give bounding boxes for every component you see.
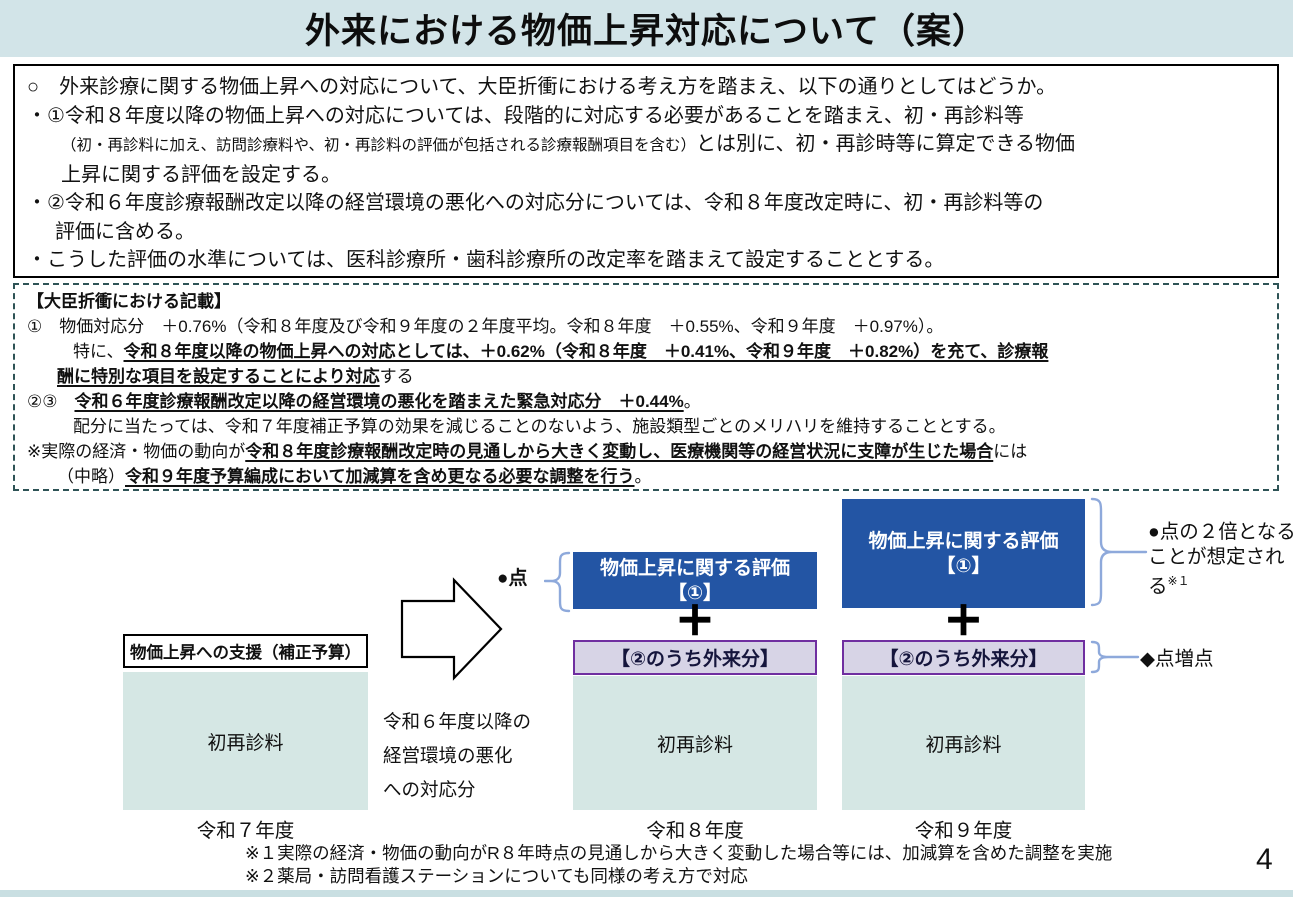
r8-plus-sign: ＋ bbox=[675, 601, 715, 643]
title-band: 外来における物価上昇対応について（案） bbox=[0, 0, 1293, 57]
footnote-1: ※１実際の経済・物価の動向がR８年時点の見通しから大きく変動した場合等には、加減… bbox=[245, 843, 1113, 863]
r9-year-label: 令和９年度 bbox=[914, 820, 1013, 842]
proposal-line-6: 評価に含める。 bbox=[55, 220, 195, 243]
emphasis-emergency-response: 令和６年度診療報酬改定以降の経営環境の悪化を踏まえた緊急対応分 ＋0.44% bbox=[74, 392, 684, 411]
page-title: 外来における物価上昇対応について（案） bbox=[305, 12, 988, 51]
r8-base-fee-box: 初再診料 bbox=[573, 676, 817, 810]
r9-outpatient-box: 【②のうち外来分】 bbox=[842, 640, 1085, 675]
minister-note-line2: （中略）令和９年度予算編成において加減算を含め更なる必要な調整を行う。 bbox=[57, 467, 652, 486]
minister-statement-box: 【大臣折衝における記載】 ① 物価対応分 ＋0.76%（令和８年度及び令和９年度… bbox=[13, 283, 1279, 491]
right-brace-small-icon bbox=[1090, 640, 1140, 674]
right-brace-tall-icon bbox=[1090, 497, 1148, 607]
r9-price-eval-box: 物価上昇に関する評価 【①】 bbox=[842, 499, 1085, 608]
proposal-box: ○ 外来診療に関する物価上昇への対応について、大臣折衝における考え方を踏まえ、以… bbox=[13, 64, 1279, 278]
minister-item2: ②③ 令和６年度診療報酬改定以降の経営環境の悪化を踏まえた緊急対応分 ＋0.44… bbox=[27, 392, 701, 411]
r7-year-label: 令和７年度 bbox=[196, 820, 295, 842]
footnote-2: ※２薬局・訪問看護ステーションについても同様の考え方で対応 bbox=[245, 866, 748, 886]
r9-plus-sign: ＋ bbox=[943, 601, 983, 643]
double-points-annotation: ●点の２倍となることが想定される※１ bbox=[1148, 521, 1293, 598]
emphasis-budget-adjustment: 令和９年度予算編成において加減算を含め更なる必要な調整を行う bbox=[125, 467, 635, 486]
footnote-ref-1: ※１ bbox=[1167, 574, 1190, 588]
proposal-line-4: 上昇に関する評価を設定する。 bbox=[61, 163, 341, 186]
minister-item1b-line2: 酬に特別な項目を設定することにより対応する bbox=[57, 367, 414, 386]
r8-outpatient-box: 【②のうち外来分】 bbox=[573, 640, 817, 675]
r8-price-eval-box: 物価上昇に関する評価 【①】 bbox=[573, 552, 817, 609]
footnotes: ※１実際の経済・物価の動向がR８年時点の見通しから大きく変動した場合等には、加減… bbox=[245, 842, 1112, 888]
minister-item1b-line1: 特に、令和８年度以降の物価上昇への対応としては、＋0.62%（令和８年度 ＋0.… bbox=[73, 342, 1049, 361]
minister-item1: ① 物価対応分 ＋0.76%（令和８年度及び令和９年度の２年度平均。令和８年度 … bbox=[27, 317, 944, 336]
emphasis-price-response: 令和８年度以降の物価上昇への対応としては、＋0.62%（令和８年度 ＋0.41%… bbox=[123, 342, 1049, 361]
proposal-line-5: ・②令和６年度診療報酬改定以降の経営環境の悪化への対応分については、令和８年度改… bbox=[27, 192, 1044, 214]
r9-base-fee-box: 初再診料 bbox=[842, 676, 1085, 810]
transition-text: 令和６年度以降の 経営環境の悪化 への対応分 bbox=[383, 711, 532, 800]
r8-year-label: 令和８年度 bbox=[646, 820, 744, 842]
minister-heading: 【大臣折衝における記載】 bbox=[27, 292, 231, 311]
proposal-line-2: ・①令和８年度以降の物価上昇への対応については、段階的に対応する必要があることを… bbox=[27, 104, 1024, 127]
right-arrow-icon bbox=[400, 577, 503, 681]
r7-support-box: 物価上昇への支援（補正予算） bbox=[123, 634, 368, 668]
proposal-line-7: ・こうした評価の水準については、医科診療所・歯科診療所の改定率を踏まえて設定する… bbox=[27, 249, 945, 271]
paren-note: （初・再診料に加え、訪問診療料や、初・再診料の評価が包括される診療報酬項目を含む… bbox=[61, 137, 697, 154]
proposal-line-3: （初・再診料に加え、訪問診療料や、初・再診料の評価が包括される診療報酬項目を含む… bbox=[61, 133, 1076, 155]
page-number: 4 bbox=[1256, 843, 1273, 876]
minister-note-line1: ※実際の経済・物価の動向が令和８年度診療報酬改定時の見通しから大きく変動し、医療… bbox=[27, 442, 1028, 461]
emphasis-fluctuation-case: 令和８年度診療報酬改定時の見通しから大きく変動し、医療機関等の経営状況に支障が生… bbox=[245, 442, 994, 461]
bottom-accent-strip bbox=[0, 890, 1293, 897]
left-brace-icon bbox=[544, 551, 571, 613]
r7-base-fee-box: 初再診料 bbox=[123, 672, 368, 810]
minister-item2b: 配分に当たっては、令和７年度補正予算の効果を減じることのないよう、施設類型ごとの… bbox=[73, 417, 1006, 436]
dot-point-label: ●点 bbox=[497, 568, 528, 589]
diamond-points-annotation: ◆点増点 bbox=[1140, 648, 1214, 670]
proposal-line-1: ○ 外来診療に関する物価上昇への対応について、大臣折衝における考え方を踏まえ、以… bbox=[27, 76, 1057, 98]
